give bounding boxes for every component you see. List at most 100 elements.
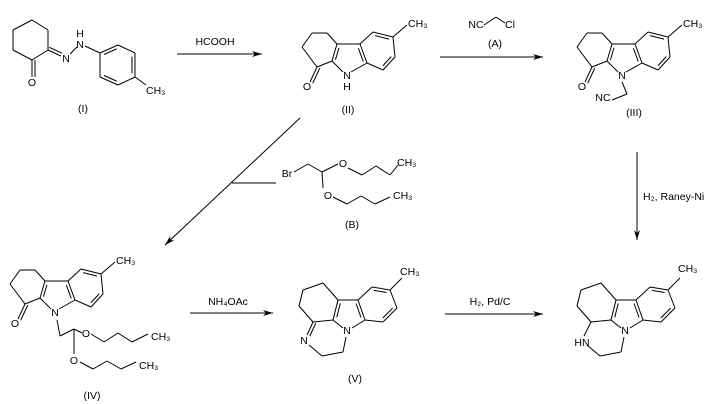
bond — [309, 66, 318, 83]
bond — [117, 332, 133, 343]
compound-label: (IV) — [84, 390, 101, 402]
bond — [79, 361, 94, 370]
bond — [576, 305, 592, 323]
bond — [495, 16, 506, 24]
bond — [301, 46, 318, 68]
bond — [331, 43, 338, 62]
reagent-label: (B) — [345, 219, 359, 231]
bond — [332, 196, 348, 205]
double-bond — [336, 303, 341, 318]
bond — [590, 319, 612, 323]
bond — [375, 165, 391, 176]
bond — [120, 361, 137, 370]
methyl-label: CH₃ — [683, 18, 702, 30]
bond — [312, 319, 334, 323]
compound-V: N N CH₃ (V) — [300, 266, 419, 385]
bond — [298, 289, 304, 307]
double-bond — [334, 47, 340, 60]
double-bond — [312, 68, 321, 84]
bond — [620, 336, 625, 353]
compound-label: (V) — [348, 373, 362, 385]
bond — [301, 32, 313, 48]
reagent-A: NC Cl (A) — [468, 19, 515, 50]
bond — [326, 32, 338, 45]
bond — [92, 360, 108, 370]
double-bond — [65, 284, 72, 299]
bond — [9, 283, 26, 305]
atom-O: O — [324, 190, 332, 202]
bond — [100, 273, 104, 295]
bond — [372, 31, 394, 38]
compound-label: (II) — [342, 104, 355, 116]
double-bond — [609, 47, 615, 60]
bond — [625, 62, 643, 73]
bond — [576, 46, 593, 68]
bond — [357, 299, 366, 321]
bond — [364, 319, 384, 323]
bond — [667, 277, 681, 291]
bond — [629, 319, 644, 329]
bond — [591, 60, 608, 68]
methyl-label: CH₃ — [146, 85, 165, 97]
bond — [39, 280, 46, 299]
double-bond — [633, 303, 640, 318]
double-bond — [103, 48, 117, 55]
double-bond — [103, 75, 117, 82]
bond — [332, 299, 339, 321]
atom-NH: HN — [574, 337, 589, 349]
atom-O: O — [82, 328, 90, 340]
bond — [67, 268, 82, 282]
double-bond — [90, 293, 100, 304]
bond — [584, 66, 593, 83]
double-bond — [649, 35, 665, 40]
bond — [24, 297, 41, 305]
bond — [642, 319, 662, 323]
compound-label: (III) — [626, 107, 642, 119]
bond — [302, 282, 324, 291]
bond — [316, 60, 333, 68]
bond — [634, 43, 643, 64]
bond — [657, 56, 671, 71]
bond — [606, 43, 613, 62]
bond — [634, 31, 649, 45]
bond — [359, 31, 374, 45]
bond — [80, 268, 102, 275]
atom-O: O — [578, 81, 586, 93]
bond — [67, 280, 76, 301]
bond — [635, 286, 651, 301]
double-bond — [373, 289, 387, 293]
reagent-B: Br O O CH₃ CH₃ (B) — [282, 157, 417, 231]
nitrile-label: NC — [595, 92, 611, 104]
bond — [389, 277, 403, 291]
bond — [59, 328, 75, 337]
double-bond — [309, 323, 317, 337]
bond — [346, 195, 362, 205]
atom-O: O — [303, 81, 311, 93]
bond — [58, 299, 76, 310]
bond — [31, 19, 49, 31]
atom-O: O — [11, 318, 19, 330]
bond — [361, 165, 377, 176]
bond — [31, 49, 49, 61]
bond — [635, 299, 644, 321]
bond — [360, 195, 376, 205]
bond — [610, 319, 622, 329]
bond — [306, 321, 314, 336]
bond — [332, 319, 344, 329]
double-bond — [657, 56, 667, 67]
double-bond — [382, 56, 392, 67]
bond — [12, 19, 33, 31]
bond — [100, 261, 116, 275]
atom-O: O — [339, 158, 347, 170]
compound-I: O N N H CH₃ (I) — [28, 28, 166, 115]
methyl-label: CH₃ — [400, 266, 419, 278]
bond — [69, 46, 78, 55]
bond — [131, 333, 149, 343]
double-bond — [660, 307, 671, 319]
methyl-label: CH₃ — [678, 263, 697, 275]
bond — [84, 45, 101, 54]
bond — [321, 163, 339, 173]
bond — [293, 163, 309, 173]
bond — [47, 49, 62, 57]
